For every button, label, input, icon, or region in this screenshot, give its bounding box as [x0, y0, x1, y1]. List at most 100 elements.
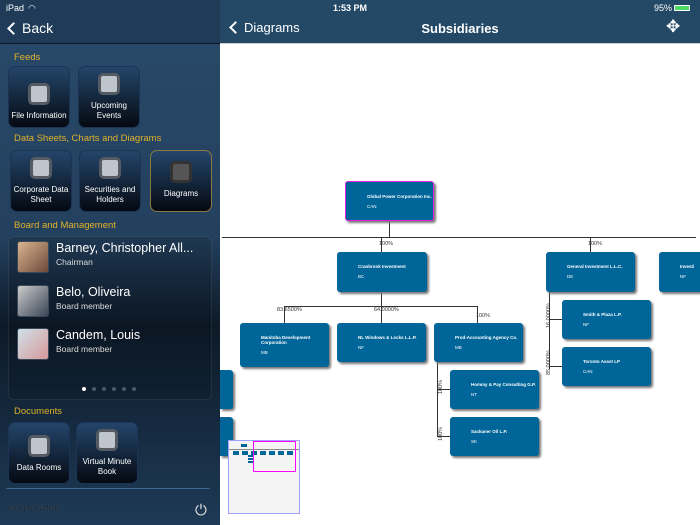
node-global-power[interactable]: Global Power Corporation Inc. CAN — [345, 181, 434, 221]
node-offscreen[interactable] — [220, 370, 233, 409]
node-jurisdiction: MB — [261, 350, 268, 355]
node-smith-plaza[interactable]: Smith & Plaza L.P. NF — [562, 300, 651, 339]
tile-securities-and-holders[interactable]: Securities and Holders — [79, 150, 141, 212]
node-prod-accounting[interactable]: Prod-Accounting Agency Co. MB — [434, 323, 523, 362]
node-nl-windows[interactable]: NL Windows & Locks L.L.P.NF — [337, 323, 426, 362]
avatar — [17, 241, 49, 273]
node-jurisdiction: CAN — [367, 204, 377, 209]
divider — [6, 488, 210, 489]
page-dot[interactable] — [92, 387, 96, 391]
node-name: Manitoba Development Corporation — [261, 335, 311, 345]
node-name: Toronto Asset LP — [583, 359, 620, 364]
section-feeds: Feeds — [14, 52, 41, 63]
tile-upcoming-events[interactable]: Upcoming Events — [78, 66, 140, 128]
connector-line — [549, 319, 562, 320]
member-name: Candem, Louis — [56, 328, 141, 342]
calendar-icon — [98, 73, 120, 95]
node-name: Smith & Plaza L.P. — [583, 312, 622, 317]
page-indicator[interactable] — [82, 387, 136, 391]
ownership-label: 85.0000% — [546, 350, 552, 375]
diagrams-back-button[interactable]: Diagrams — [228, 20, 300, 35]
connector-line — [284, 306, 478, 307]
node-jurisdiction: NF — [680, 274, 686, 279]
board-carousel[interactable]: Barney, Christopher All... Chairman Belo,… — [8, 236, 212, 400]
board-member[interactable]: Barney, Christopher All... Chairman — [17, 241, 193, 273]
briefcase-icon — [170, 161, 192, 183]
connector-line — [437, 362, 438, 437]
node-name: Prod-Accounting Agency Co. — [455, 335, 518, 340]
node-name: Global Power Corporation Inc. — [367, 194, 432, 199]
tile-diagrams[interactable]: Diagrams — [150, 150, 212, 212]
page-dot[interactable] — [82, 387, 86, 391]
sidebar: iPad ◠ Back Feeds File Information Upcom… — [0, 0, 220, 525]
tile-label: File Information — [11, 111, 67, 120]
ownership-label: 64.0000% — [374, 307, 399, 313]
tile-corporate-data-sheet[interactable]: Corporate Data Sheet — [10, 150, 72, 212]
connector-line — [549, 292, 550, 369]
tile-virtual-minute-book[interactable]: Virtual Minute Book — [76, 422, 138, 484]
clock: 1:53 PM — [333, 3, 368, 13]
sidebar-header: iPad ◠ Back — [0, 0, 220, 44]
battery-percent: 95% — [654, 3, 673, 13]
tile-label: Securities and Holders — [84, 185, 136, 204]
avatar — [17, 285, 49, 317]
node-name: Hommy & Pay Consulting G.P. — [471, 382, 536, 387]
node-name: NL Windows & Locks L.L.P. — [358, 335, 417, 340]
power-icon[interactable]: ⏻ — [195, 502, 207, 519]
node-name: General Investment L.L.C. — [567, 264, 623, 269]
datasheet-icon — [30, 157, 52, 179]
diagram-minimap[interactable] — [228, 440, 300, 514]
battery-icon — [674, 5, 690, 11]
connector-line — [381, 237, 382, 252]
page-dot[interactable] — [102, 387, 106, 391]
node-name: Investi — [680, 264, 695, 269]
node-jurisdiction: MB — [455, 345, 462, 350]
minimap-viewport[interactable] — [253, 441, 296, 472]
tile-label: Diagrams — [163, 189, 199, 198]
tile-file-information[interactable]: File Information — [8, 66, 70, 128]
connector-line — [590, 237, 591, 252]
tile-label: Virtual Minute Book — [82, 457, 132, 476]
node-jurisdiction: SK — [471, 439, 478, 444]
avatar — [17, 328, 49, 360]
ownership-label: 100% — [438, 426, 444, 441]
page-dot[interactable] — [132, 387, 136, 391]
node-hommy-pay[interactable]: Hommy & Pay Consulting G.P. NT — [450, 370, 539, 409]
page-title: Subsidiaries — [421, 21, 499, 36]
node-jurisdiction: NF — [583, 322, 589, 327]
ownership-label: 100% — [476, 313, 491, 319]
tile-label: Upcoming Events — [90, 101, 127, 120]
page-dot[interactable] — [112, 387, 116, 391]
ownership-label: 16.0000% — [546, 303, 552, 328]
pie-icon — [99, 157, 121, 179]
node-jurisdiction: NT — [471, 392, 477, 397]
member-name: Barney, Christopher All... — [56, 241, 194, 255]
nav-bar: 1:53 PM 95% Diagrams Subsidiaries ✥ — [220, 0, 700, 44]
back-button[interactable]: Back — [6, 20, 53, 36]
page-dot[interactable] — [122, 387, 126, 391]
move-icon[interactable]: ✥ — [666, 17, 681, 36]
node-name: Cranbrook Investment — [358, 264, 406, 269]
tile-data-rooms[interactable]: Data Rooms — [8, 422, 70, 484]
section-documents: Documents — [14, 406, 63, 417]
ownership-label: 100% — [379, 241, 394, 247]
node-sackaner-oil[interactable]: Sackaner Oil L.P.SK — [450, 417, 539, 456]
node-general-investment[interactable]: General Investment L.L.C.DE — [546, 252, 635, 292]
device-label: iPad — [6, 3, 25, 13]
member-role: Chairman — [56, 257, 93, 267]
connector-line — [389, 221, 390, 237]
tile-label: Data Rooms — [16, 463, 62, 472]
chevron-left-icon — [7, 21, 20, 35]
node-jurisdiction: BC — [358, 274, 365, 279]
section-board: Board and Management — [14, 220, 116, 231]
connector-line — [222, 237, 696, 238]
file-icon — [28, 83, 50, 105]
connector-line — [437, 389, 450, 390]
ownership-label: 100% — [438, 379, 444, 394]
